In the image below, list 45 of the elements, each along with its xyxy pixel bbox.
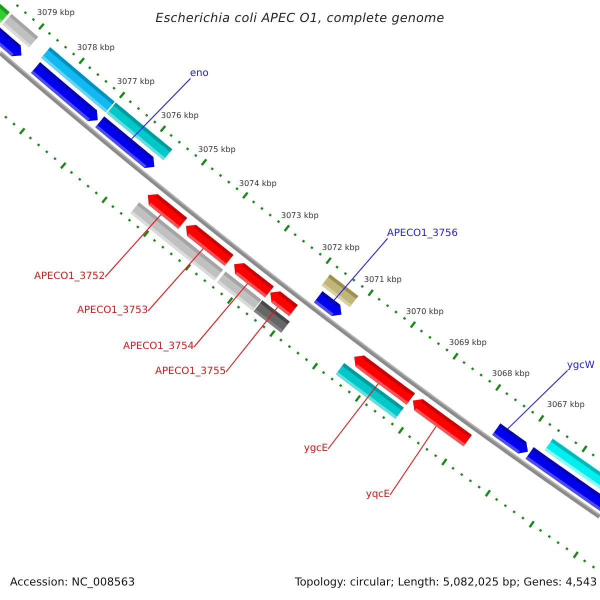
- gene-label: APECO1_3753: [77, 306, 148, 316]
- leader-line: [104, 214, 162, 278]
- map-title: Escherichia coli APEC O1, complete genome: [156, 12, 444, 24]
- leader-line: [226, 306, 278, 372]
- gene-block: [412, 399, 472, 446]
- scale-label: 3078 kbp: [77, 44, 115, 52]
- gene-label: ygcW: [567, 361, 595, 371]
- gene-block: [314, 291, 342, 316]
- scale-label: 3071 kbp: [364, 276, 402, 284]
- gene-label: ygcE: [304, 444, 328, 454]
- scale-label: 3067 kbp: [547, 401, 585, 409]
- scale-label: 3074 kbp: [239, 180, 277, 188]
- scale-label: 3073 kbp: [281, 212, 319, 220]
- gene-label: yqcE: [366, 490, 390, 500]
- leader-line: [334, 238, 388, 301]
- gene-label: eno: [190, 69, 209, 79]
- gene-block: [336, 363, 404, 419]
- leader-line: [130, 78, 191, 140]
- gene-label: APECO1_3755: [155, 367, 226, 377]
- gene-block: [31, 62, 98, 122]
- gene-label: APECO1_3756: [387, 229, 458, 239]
- gene-label: APECO1_3752: [34, 272, 105, 282]
- scale-label: 3077 kbp: [117, 78, 155, 86]
- scale-label: 3069 kbp: [449, 339, 487, 347]
- gene-block: [0, 28, 22, 56]
- leader-line: [390, 426, 437, 496]
- gene-label: APECO1_3754: [123, 342, 194, 352]
- leader-line: [507, 370, 568, 430]
- gene-block: [492, 424, 528, 454]
- scale-label: 3068 kbp: [492, 370, 530, 378]
- gene-block: [254, 300, 290, 333]
- gene-block: [186, 224, 234, 266]
- gene-block: [95, 116, 154, 168]
- scale-label: 3075 kbp: [198, 146, 236, 154]
- gene-block: [526, 447, 600, 511]
- genome-stats-text: Topology: circular; Length: 5,082,025 bp; Genes: 4,543: [294, 576, 597, 588]
- leader-line: [194, 283, 248, 348]
- scale-label: 3070 kbp: [406, 308, 444, 316]
- leader-line: [148, 248, 204, 312]
- scale-label: 3079 kbp: [37, 9, 75, 17]
- scale-label: 3076 kbp: [161, 112, 199, 120]
- leader-line: [328, 383, 379, 450]
- scale-label: 3072 kbp: [322, 244, 360, 252]
- accession-text: Accession: NC_008563: [10, 576, 136, 588]
- gene-block: [216, 272, 262, 311]
